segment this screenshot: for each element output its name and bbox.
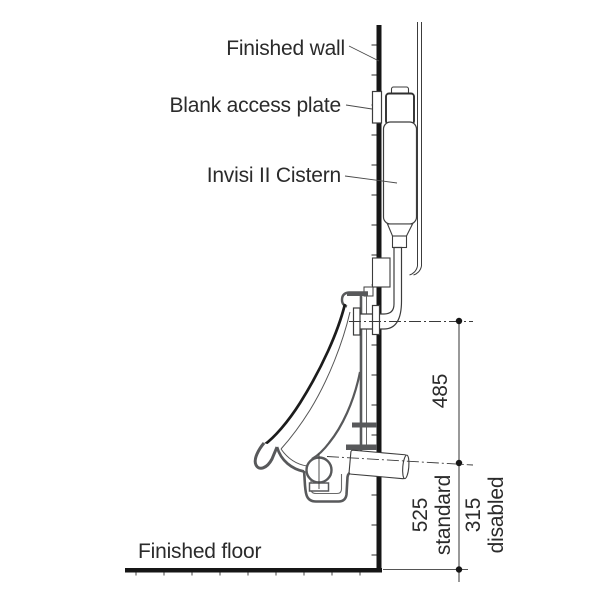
outlet-centerline — [326, 456, 474, 466]
water-supply-pipe — [409, 22, 422, 276]
dimension-485-label: 485 — [429, 373, 452, 409]
inner-profile-line — [280, 311, 351, 450]
rear-bowl-curve — [311, 371, 362, 460]
dimension-315-value: 315 — [462, 497, 485, 533]
leader-finished-wall — [348, 45, 380, 62]
invisi-cistern-label: Invisi II Cistern — [206, 164, 342, 187]
dimension-disabled-qualifier: disabled — [485, 476, 508, 554]
rim-top-bar — [347, 292, 368, 296]
trap-outline — [302, 469, 372, 503]
flush-pipe — [356, 246, 403, 330]
blank-access-plate-shape — [371, 90, 383, 124]
floor-hatch-ticks — [135, 572, 361, 576]
dimension-standard-qualifier: standard — [432, 474, 455, 556]
finished-wall-label: Finished wall — [226, 37, 345, 60]
dimension-dot-outlet — [455, 459, 463, 467]
front-profile-curve — [263, 303, 347, 447]
invisi-cistern — [382, 86, 418, 249]
cistern-funnel — [386, 223, 414, 237]
cistern-body — [382, 121, 418, 225]
leader-lines — [344, 45, 398, 184]
dimension-dot-floor — [455, 566, 463, 573]
spud-wall-flange — [371, 304, 381, 336]
dimension-525-standard-label: 525 standard — [409, 467, 455, 563]
finished-wall-line — [376, 25, 382, 573]
inlet-valve-box — [371, 257, 391, 288]
cistern-neck — [391, 235, 408, 249]
wall-hatch-ticks — [371, 44, 377, 556]
finished-floor-label: Finished floor — [138, 540, 262, 563]
blank-access-plate-label: Blank access plate — [169, 94, 342, 117]
inner-bowl-bottom — [280, 448, 308, 467]
dimension-525-value: 525 — [409, 497, 432, 533]
mounting-bracket — [352, 422, 377, 428]
bowl-underside — [275, 446, 305, 473]
outlet-pipe — [348, 449, 410, 480]
front-lip — [253, 442, 279, 470]
outlet-collar-bar — [346, 444, 377, 450]
leader-blank-access-plate — [345, 104, 373, 110]
dimension-line-group — [383, 317, 468, 582]
centerlines — [326, 321, 474, 466]
dimension-dot-inlet — [455, 317, 463, 325]
finished-floor-line — [125, 568, 382, 573]
leader-cistern — [344, 175, 398, 184]
cistern-head — [385, 92, 415, 125]
dimension-315-disabled-label: 315 disabled — [462, 467, 508, 563]
